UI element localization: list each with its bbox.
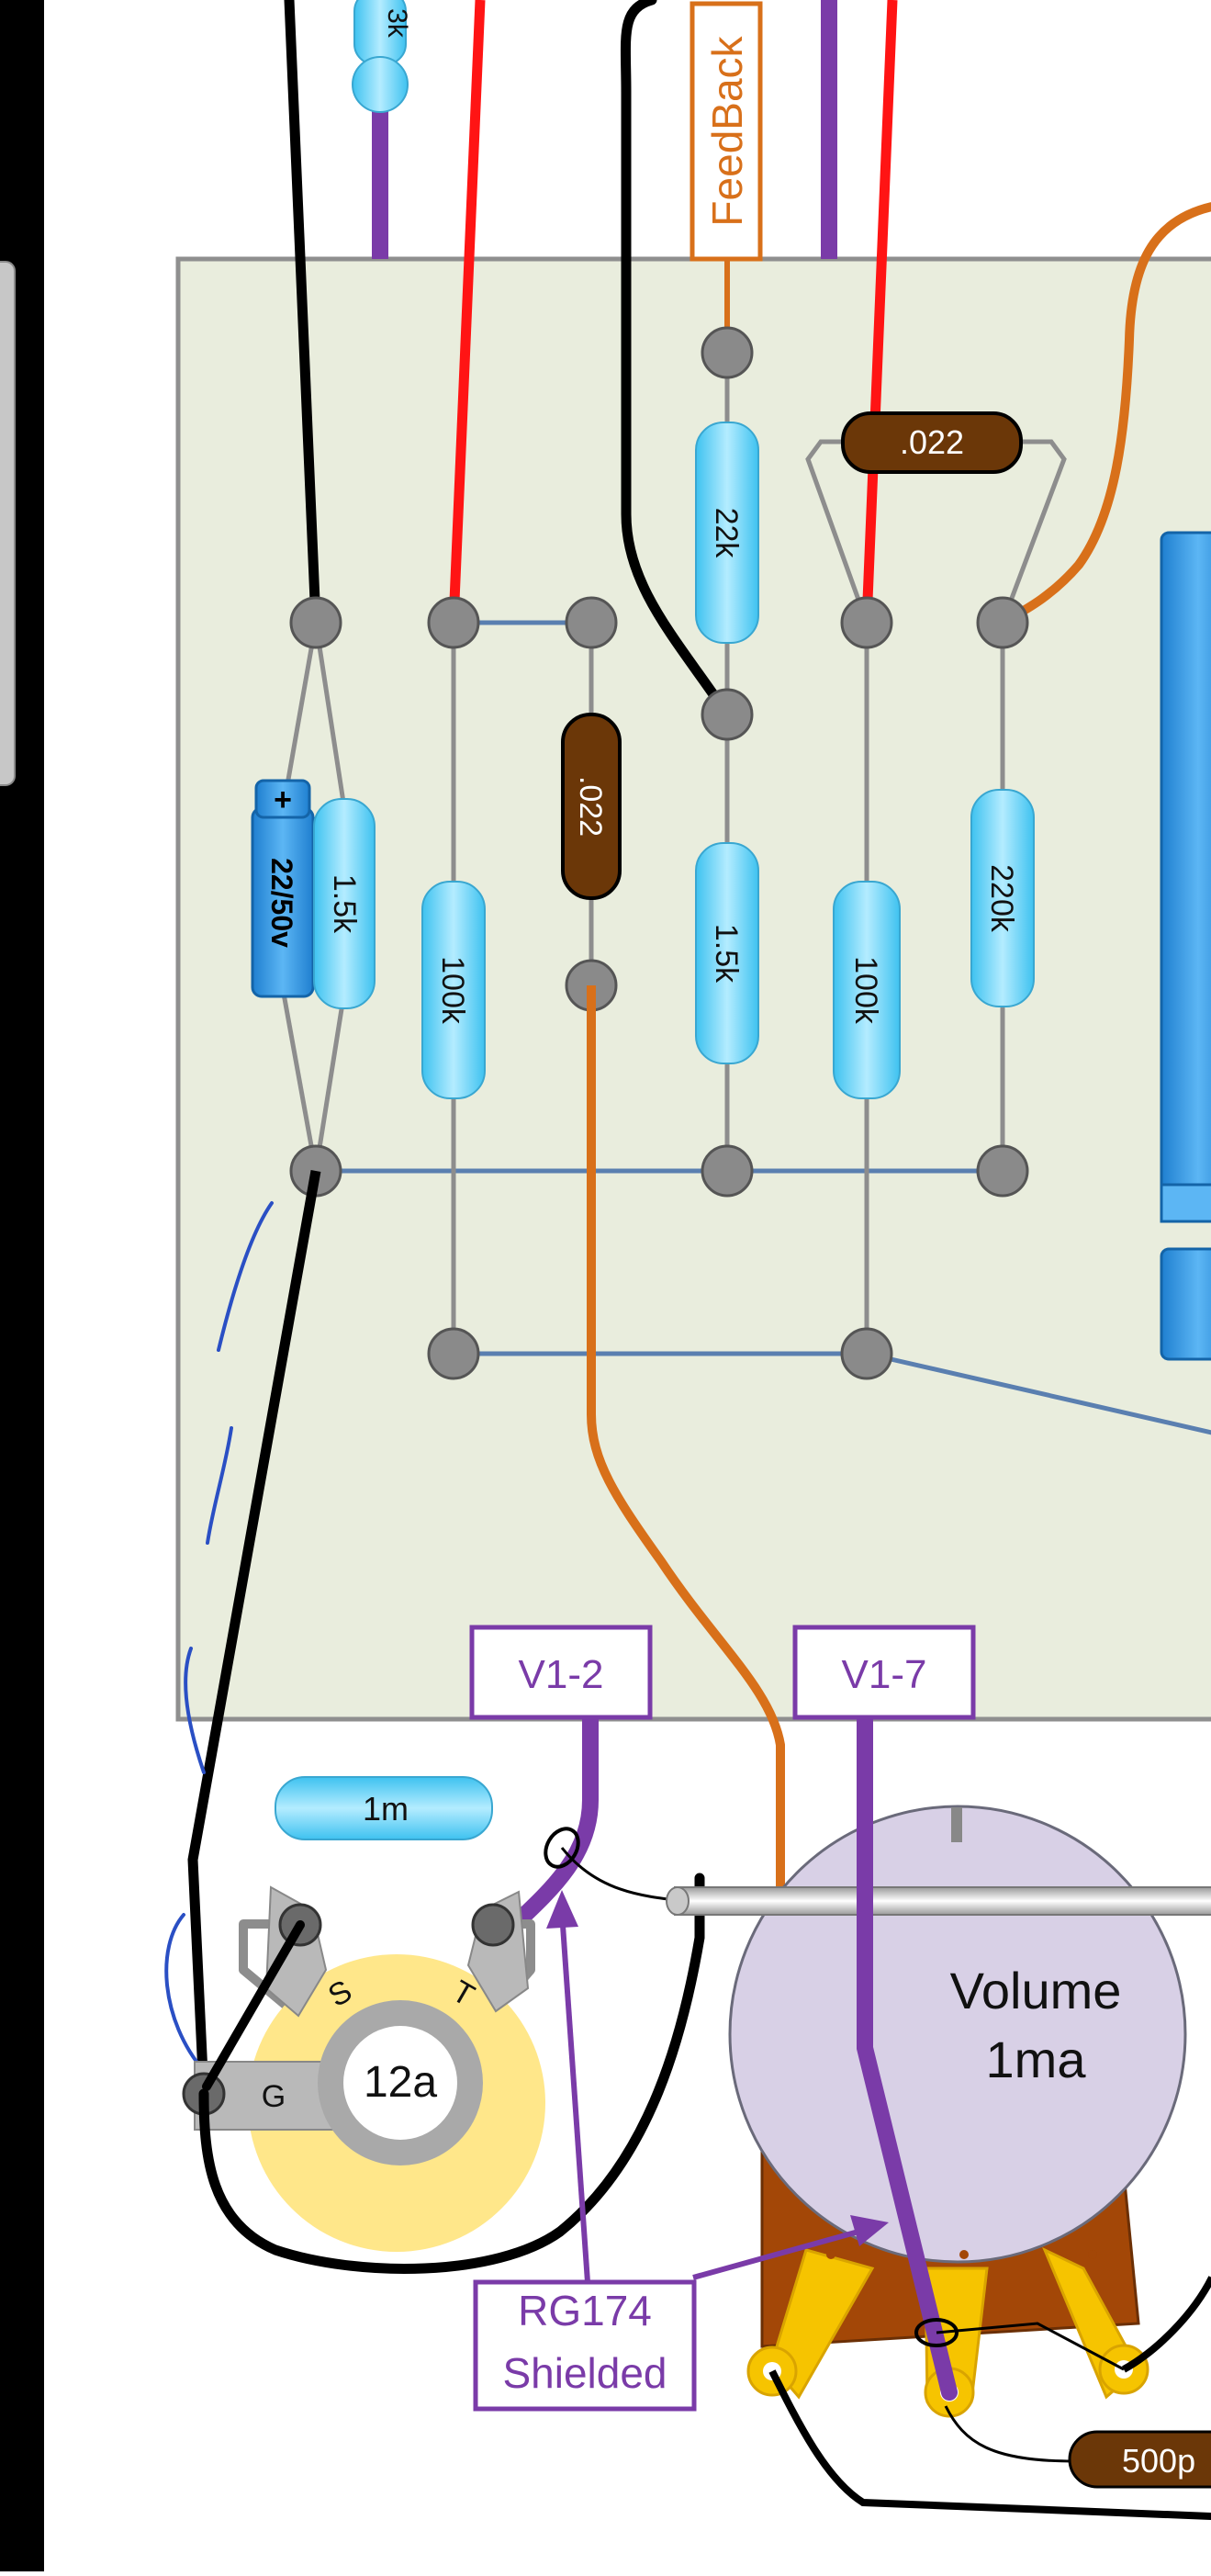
black-wire-jack-sleeve [202,1920,305,2091]
resistor-1-5k-mid-label: 1.5k [709,924,744,984]
resistor-1-5k-left: 1.5k [313,798,376,1009]
input-jack: S T G 12a [182,1885,545,2252]
hand-drawn-marks [164,1201,274,2073]
resistor-100k-right: 100k [833,881,901,1099]
black-wire-top-left [284,0,321,628]
rg174-label-line1: RG174 [518,2287,652,2334]
electrolytic-label: 22/50v [265,858,298,948]
arrow-to-jack [559,1911,590,2283]
resistor-22k: 22k [695,422,759,644]
resistor-100k-left-label: 100k [435,956,470,1025]
shield-ring-top [544,1827,580,1869]
resistor-3k-label: 3k [382,8,412,39]
thin-wire-pot [936,2322,1125,2371]
orange-wire-to-pot [587,985,785,2369]
filter-capacitor-block [1160,531,1211,1361]
electrolytic-capacitor: + 22/50v [251,779,315,998]
capacitor-022-vertical: .022 [561,713,622,900]
resistor-22k-label: 22k [709,508,744,559]
black-ground-wire [187,1170,321,2095]
orange-wire-right [1000,202,1211,627]
arrowhead-jack [546,1890,578,1929]
resistor-1-5k-mid: 1.5k [695,842,759,1064]
black-feedback-wire [620,0,733,720]
arrow-to-pot [692,2229,859,2280]
pot-lug-holes [826,2250,1097,2259]
capacitor-022-horizontal: .022 [841,411,1023,474]
resistor-220k-label: 220k [984,864,1019,933]
black-wire-pot-right [1122,2276,1211,2373]
black-loop-wire [198,1873,705,2274]
electrolytic-plus: + [274,782,292,817]
resistor-3k: 3k [352,0,412,113]
thin-wire-500p [944,2405,1075,2463]
capacitor-500p-label: 500p [1122,2442,1195,2480]
eyelets [289,326,1029,1380]
resistor-100k-left: 100k [421,881,486,1099]
volume-label-line1: Volume [950,1962,1122,2019]
v1-7-label: V1-7 [842,1652,927,1697]
resistor-1m: 1m [275,1776,493,1840]
volume-label-line2: 1ma [986,2030,1087,2088]
jack-g-label: G [262,2079,286,2114]
device-side-button [0,261,16,786]
red-wire-left [448,0,486,624]
feedback-label-box [690,1,763,262]
resistor-1-5k-left-label: 1.5k [327,874,362,934]
resistor-220k: 220k [970,789,1035,1007]
shielded-cable-rod [666,1886,1211,1916]
pot-lugs [746,2246,1149,2418]
purple-wire-v1-7 [857,1709,958,2401]
v1-7-label-box [792,1625,976,1720]
resistor-1m-label: 1m [363,1790,409,1828]
rg174-label-box [473,2279,697,2412]
jack-name-label: 12a [364,2058,437,2107]
capacitor-022-horizontal-label: .022 [900,423,964,461]
capacitor-500p: 500p [1068,2430,1211,2489]
red-wire-right [861,0,898,624]
v1-2-label-box [469,1625,653,1720]
arrowhead-pot [850,2215,889,2246]
resistor-100k-right-label: 100k [848,956,883,1025]
shield-ring-pot [914,2318,959,2347]
rg174-label-line2: Shielded [502,2349,667,2397]
black-wire-pot-lug [768,2369,1211,2520]
capacitor-022-vertical-label: .022 [573,776,608,837]
v1-2-label: V1-2 [519,1652,604,1697]
feedback-label: FeedBack [703,35,751,226]
